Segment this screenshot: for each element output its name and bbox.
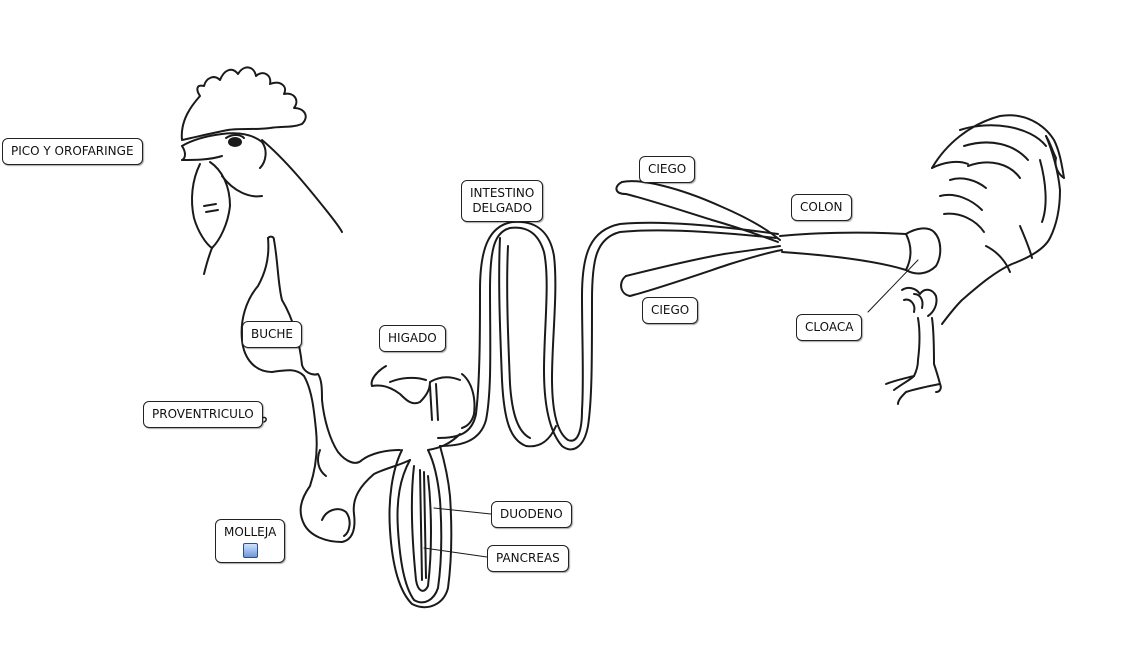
label-text: CIEGO xyxy=(651,303,690,317)
label-text: CLOACA xyxy=(805,320,854,334)
leader-lines xyxy=(424,260,918,557)
label-duodeno[interactable]: DUODENO xyxy=(491,501,572,528)
leader-cloaca xyxy=(868,260,918,312)
leader-pancreas xyxy=(424,548,487,557)
label-text: PANCREAS xyxy=(496,551,560,565)
esophagus-crop xyxy=(242,237,410,542)
leader-duodeno xyxy=(434,508,491,514)
label-pico-orofaringe[interactable]: PICO Y OROFARINGE xyxy=(2,138,143,165)
rooster-head xyxy=(182,67,342,274)
label-text: MOLLEJA xyxy=(224,525,277,539)
label-text: CIEGO xyxy=(648,162,687,176)
label-ciego-top[interactable]: CIEGO xyxy=(639,156,696,183)
label-text-line2: DELGADO xyxy=(472,201,533,215)
image-icon[interactable] xyxy=(242,543,258,558)
label-ciego-bottom[interactable]: CIEGO xyxy=(642,297,699,324)
rooster-leg xyxy=(886,288,941,404)
label-text: BUCHE xyxy=(251,327,293,341)
label-higado[interactable]: HIGADO xyxy=(379,325,446,352)
duodenal-loop xyxy=(390,434,461,607)
label-molleja[interactable]: MOLLEJA xyxy=(215,519,286,563)
label-text: DUODENO xyxy=(500,507,563,521)
liver xyxy=(372,366,475,428)
label-text-line1: INTESTINO xyxy=(470,186,535,200)
colon-cloaca xyxy=(780,228,940,273)
proventriculo-mark xyxy=(262,417,266,422)
label-buche[interactable]: BUCHE xyxy=(242,321,302,348)
ceca xyxy=(616,181,782,296)
label-text: PICO Y OROFARINGE xyxy=(11,144,134,158)
label-pancreas[interactable]: PANCREAS xyxy=(487,545,569,572)
small-intestine xyxy=(438,222,778,450)
label-cloaca[interactable]: CLOACA xyxy=(796,314,863,341)
label-proventriculo[interactable]: PROVENTRICULO xyxy=(143,401,263,428)
label-colon[interactable]: COLON xyxy=(791,194,852,221)
label-text: COLON xyxy=(800,200,843,214)
label-text: HIGADO xyxy=(388,331,437,345)
rooster-tail-body xyxy=(932,115,1064,324)
label-intestino-delgado[interactable]: INTESTINO DELGADO xyxy=(461,180,544,222)
label-text: PROVENTRICULO xyxy=(152,407,254,421)
